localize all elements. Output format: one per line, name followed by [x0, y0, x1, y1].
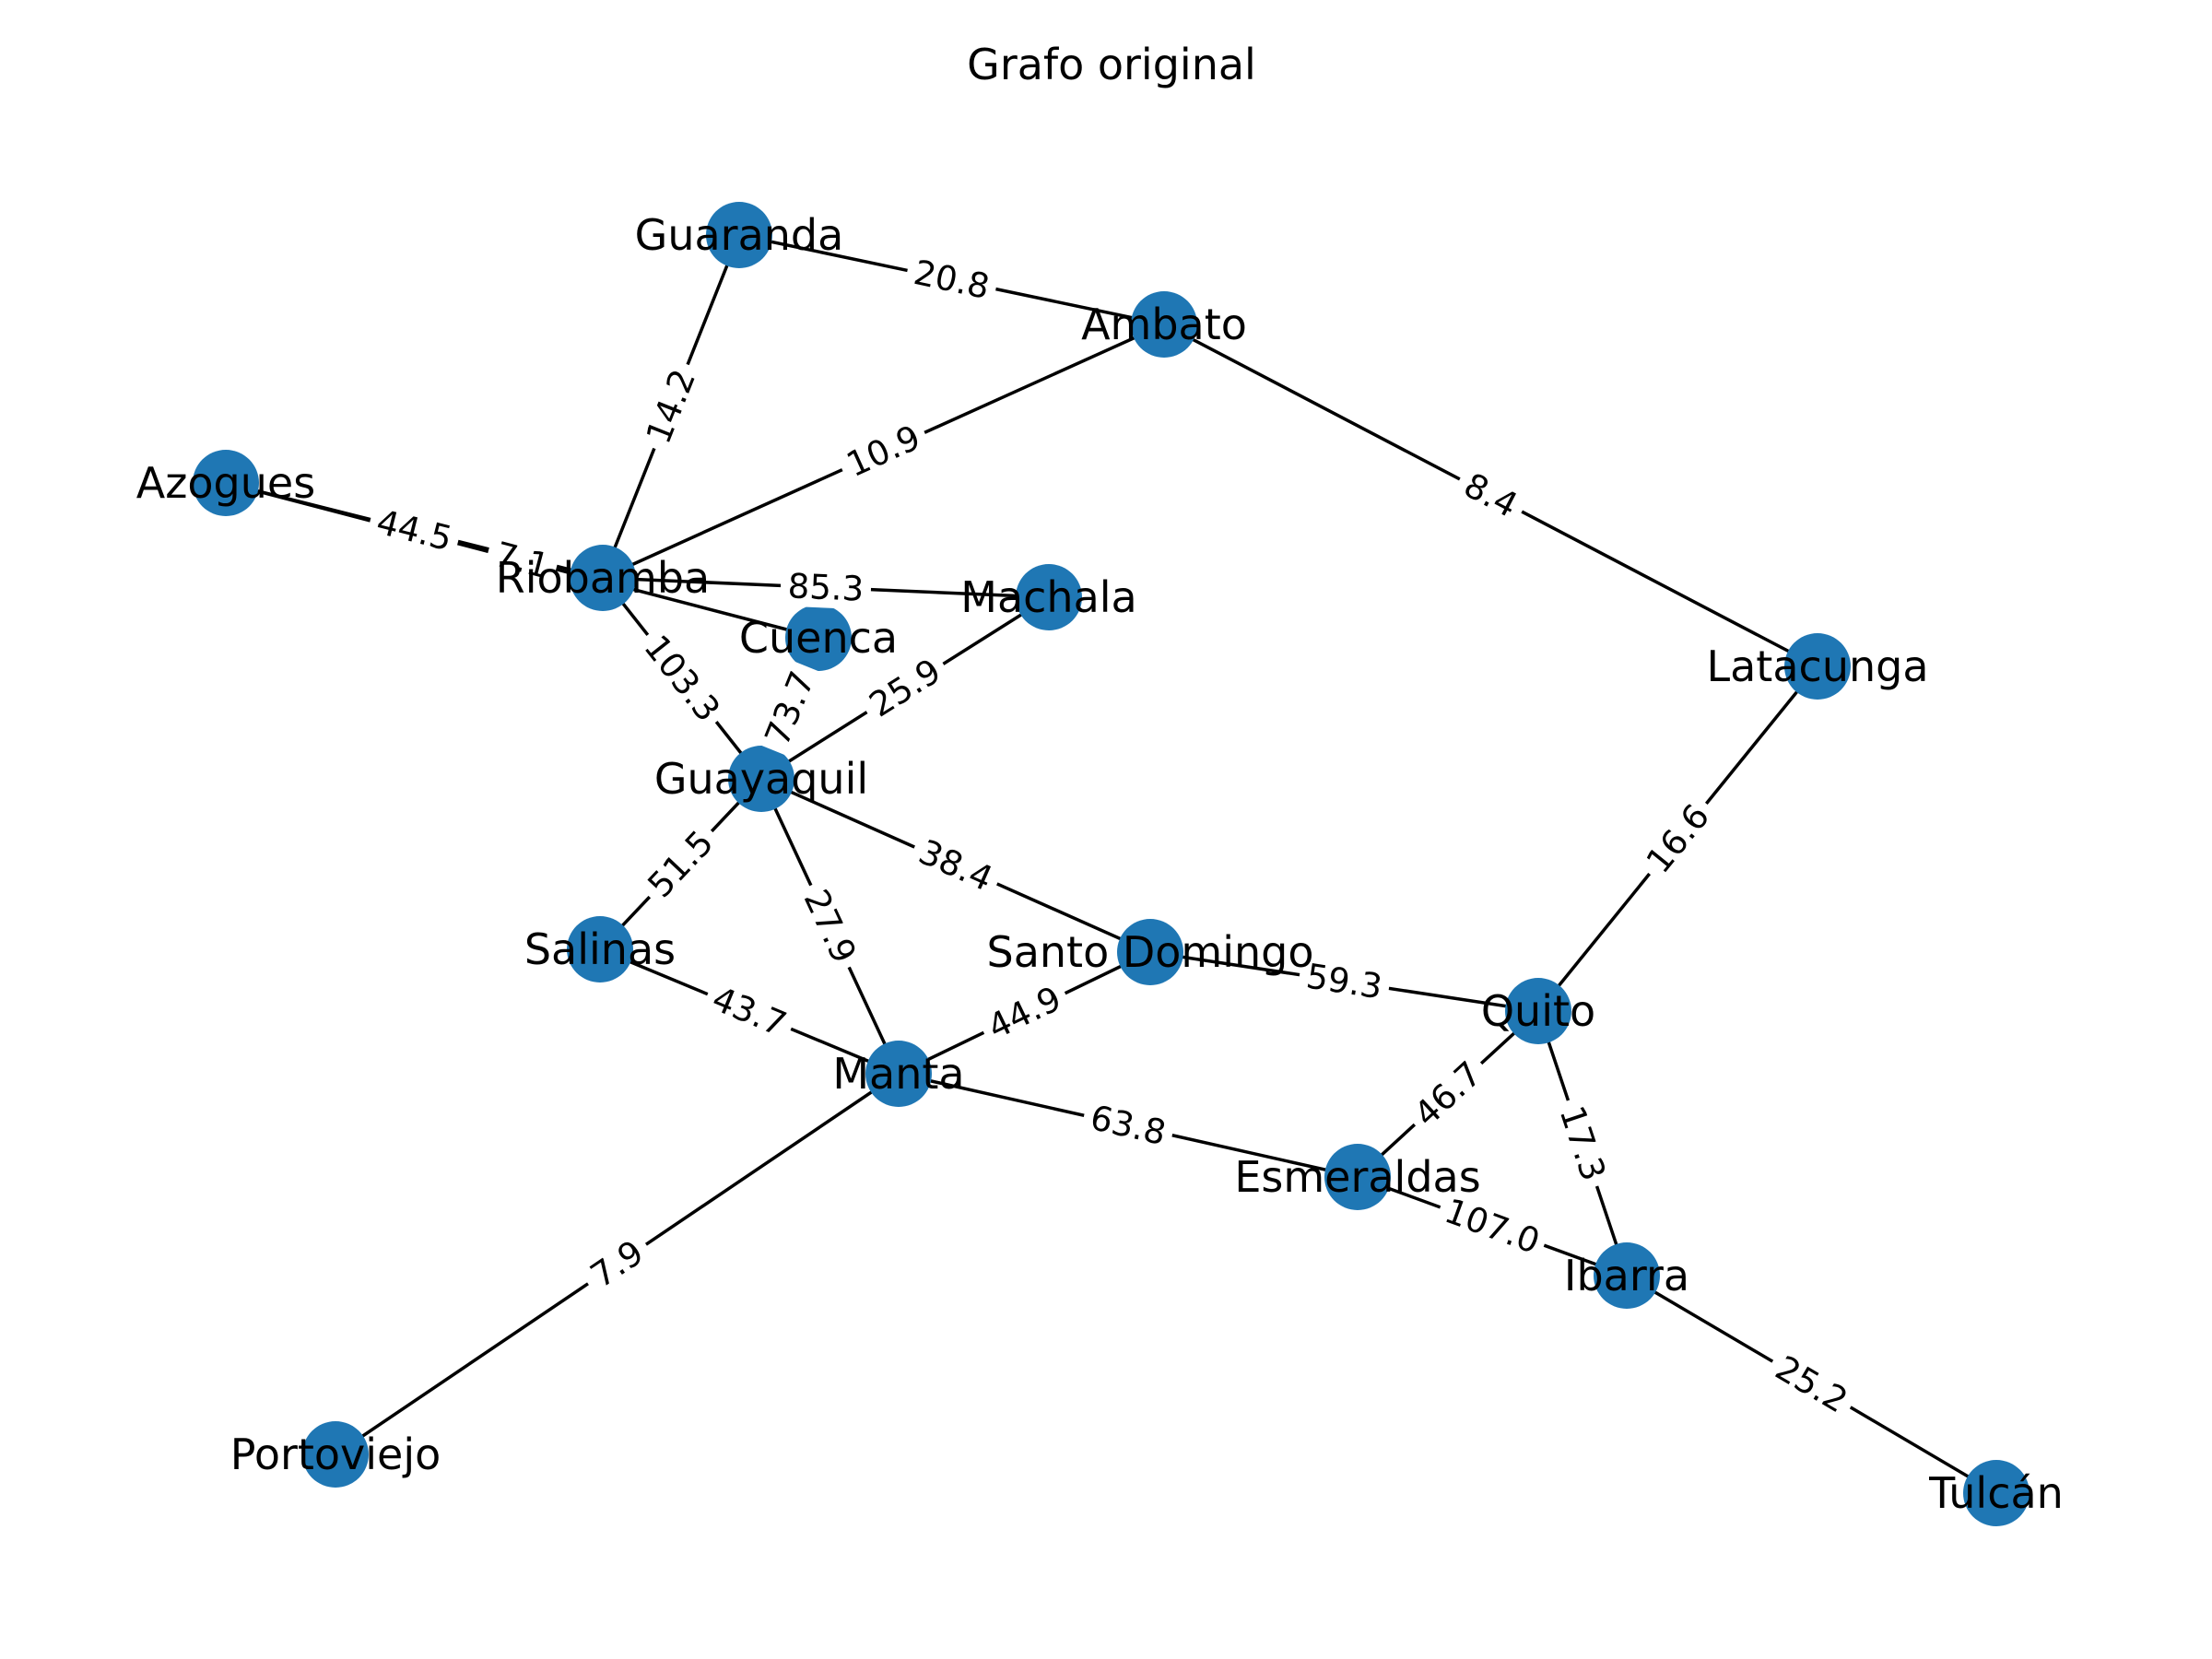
node-label-tulcan: Tulcán: [1928, 1468, 2064, 1518]
edge-weight-background: [780, 565, 872, 610]
node-label-santodomingo: Santo Domingo: [987, 927, 1314, 977]
edge-weight-background: [700, 975, 799, 1048]
edge-weight-background: [754, 658, 826, 759]
edge-weight-background: [1762, 1344, 1861, 1425]
node-label-esmeraldas: Esmeraldas: [1234, 1152, 1480, 1202]
edge-weight-background: [1548, 1094, 1617, 1193]
edge-weight-background: [1450, 461, 1532, 530]
node-label-machala: Machala: [960, 572, 1136, 622]
node-label-salinas: Salinas: [524, 924, 676, 974]
node-machala: [1016, 564, 1082, 630]
node-azogues: [193, 450, 259, 516]
edge-weight-background: [1433, 1188, 1551, 1265]
figure-title: Grafo original: [967, 40, 1256, 89]
edge-weight-background: [1401, 1048, 1495, 1140]
node-ambato: [1131, 291, 1197, 358]
node-label-guayaquil: Guayaquil: [654, 754, 868, 804]
node-cuenca: [785, 605, 852, 671]
edge-weight-background: [974, 974, 1075, 1052]
node-guayaquil: [728, 746, 794, 812]
edge-weight-background: [576, 1227, 658, 1301]
node-tulcan: [1963, 1460, 2030, 1526]
node-riobamba: [570, 545, 636, 611]
node-portoviejo: [302, 1421, 369, 1488]
node-label-guaranda: Guaranda: [635, 210, 844, 260]
node-ibarra: [1594, 1242, 1660, 1309]
edge-weight-background: [635, 357, 707, 456]
edge-weight-background: [906, 828, 1006, 903]
node-salinas: [567, 916, 633, 982]
node-label-latacunga: Latacunga: [1706, 641, 1928, 691]
node-label-portoviejo: Portoviejo: [230, 1430, 441, 1479]
edge-weight-background: [792, 877, 868, 976]
node-guaranda: [706, 202, 772, 268]
edge-weight-background: [631, 622, 733, 735]
node-manta: [865, 1041, 932, 1107]
edge-weight-label: 85.3: [780, 565, 872, 610]
node-quito: [1505, 978, 1571, 1044]
node-label-manta: Manta: [832, 1049, 964, 1099]
edge-weight-background: [1633, 791, 1723, 887]
edge-weight-background: [634, 817, 727, 912]
node-latacunga: [1784, 633, 1851, 700]
node-santodomingo: [1117, 919, 1183, 985]
node-label-ambato: Ambato: [1081, 300, 1247, 349]
node-esmeraldas: [1324, 1144, 1391, 1210]
edge-weight-background: [833, 414, 934, 488]
edge-weight-background: [855, 646, 955, 730]
edge-weight-background: [1079, 1095, 1177, 1156]
node-label-cuenca: Cuenca: [739, 613, 898, 663]
edge-weight-background: [483, 532, 561, 589]
nodes-layer: [193, 202, 2030, 1526]
edge-weight-label: 63.8: [1079, 1095, 1177, 1156]
node-label-riobamba: Riobamba: [496, 553, 710, 603]
edge-weight-text: 85.3: [787, 566, 865, 609]
edge-weight-background: [1296, 954, 1393, 1009]
node-label-ibarra: Ibarra: [1564, 1251, 1689, 1300]
edge-weight-background: [365, 500, 464, 561]
node-label-azogues: Azogues: [136, 458, 315, 508]
edge-weight-background: [903, 250, 1000, 310]
node-label-quito: Quito: [1481, 986, 1595, 1036]
edge-weight-label: 7.1: [483, 532, 561, 589]
